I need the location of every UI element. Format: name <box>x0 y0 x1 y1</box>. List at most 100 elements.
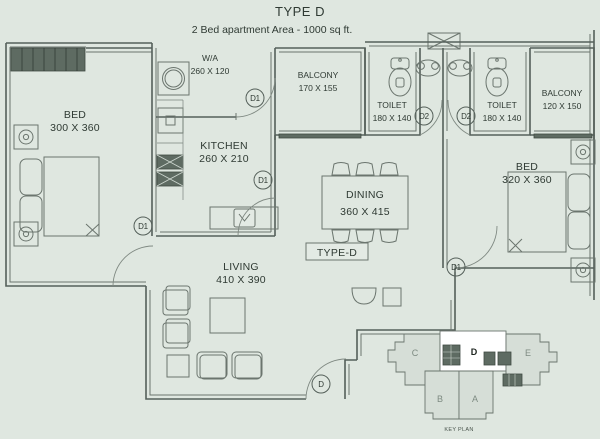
living-armchair-b <box>162 322 189 349</box>
living-armchair-back-b <box>165 318 191 344</box>
dim-balcony-left: 170 X 155 <box>299 83 338 93</box>
dim-bed-left: 300 X 360 <box>50 122 100 134</box>
key-plan-core-mid-a <box>483 351 496 366</box>
living-center-table <box>209 297 246 334</box>
living-sofa-seat-a <box>196 351 228 379</box>
kitchen-sink-unit <box>209 206 279 230</box>
door-kitchen[interactable]: D1 <box>237 170 276 237</box>
door-bed-right[interactable]: D1 <box>446 225 498 277</box>
room-living: LIVING 410 X 390 <box>162 261 266 380</box>
dim-living: 410 X 390 <box>216 274 266 286</box>
plan-title: TYPE D <box>275 4 325 19</box>
living-side-table <box>166 354 190 378</box>
key-plan: C D E B A KEY PLAN <box>387 330 558 433</box>
bed-mattress-right <box>507 171 567 253</box>
key-plan-unit-a[interactable] <box>458 370 494 420</box>
washing-machine <box>157 61 190 96</box>
living-armchair-a <box>162 289 189 316</box>
key-plan-caption: KEY PLAN <box>444 427 473 433</box>
plan-type-tag-label: TYPE-D <box>317 247 357 259</box>
label-balcony-right: BALCONY <box>542 88 583 98</box>
wc-fixture-right <box>485 57 509 97</box>
bed-pillow-right-b <box>567 211 591 250</box>
bed-pillow-right-a <box>567 173 591 212</box>
interior-partition-walls <box>274 135 448 268</box>
kitchen-appliance <box>157 107 184 134</box>
room-balcony-right: BALCONY 120 X 150 <box>530 47 595 139</box>
room-bed-right: BED 320 X 360 <box>455 135 596 300</box>
label-kitchen: KITCHEN <box>200 140 248 152</box>
door-toilet-left-tag: D2 <box>419 112 430 121</box>
dining-chair-b3 <box>379 229 399 243</box>
label-washing-area: W/A <box>202 53 218 63</box>
label-bed-right: BED <box>516 161 538 173</box>
door-kitchen-tag: D1 <box>258 176 269 185</box>
key-plan-label-d: D <box>471 347 478 357</box>
living-sofa-seat-b <box>231 351 263 379</box>
room-bed-left: BED 300 X 360 <box>10 47 100 247</box>
label-toilet-left: TOILET <box>377 100 407 110</box>
dining-chair-b1 <box>331 229 351 243</box>
bed-pillow-left-a <box>19 158 43 196</box>
label-living: LIVING <box>223 261 259 273</box>
living-armchair-back-a <box>165 285 191 311</box>
side-table-right-top <box>570 139 596 165</box>
room-dining: DINING 360 X 415 <box>321 162 409 243</box>
door-toilet-right[interactable]: D2 <box>447 99 476 136</box>
door-bed-left[interactable]: D1 <box>112 216 154 287</box>
label-balcony-left: BALCONY <box>298 70 339 80</box>
foyer-chair <box>351 287 377 305</box>
dining-table <box>321 175 409 230</box>
door-toilet-left[interactable]: D2 <box>414 99 443 136</box>
dim-toilet-left: 180 X 140 <box>373 113 412 123</box>
key-plan-core-left <box>442 344 461 366</box>
wc-fixture-left <box>388 57 412 97</box>
bed-pillow-left-b <box>19 195 43 233</box>
label-dining: DINING <box>346 189 384 201</box>
door-main-entry-tag: D <box>318 380 324 389</box>
dim-toilet-right: 180 X 140 <box>483 113 522 123</box>
side-table-left-bottom <box>13 221 39 247</box>
dim-washing-area: 260 X 120 <box>191 66 230 76</box>
door-bed-left-tag: D1 <box>138 222 149 231</box>
key-plan-label-a: A <box>472 394 478 404</box>
service-shaft <box>427 32 461 50</box>
door-wa[interactable]: D1 <box>235 77 276 120</box>
key-plan-unit-e[interactable] <box>505 333 558 386</box>
wash-basin-left <box>415 59 441 77</box>
key-plan-core-lower <box>502 373 523 387</box>
door-wa-tag: D1 <box>250 94 261 103</box>
dining-chair-t2 <box>355 162 375 176</box>
dining-chair-b2 <box>355 229 375 243</box>
dining-chair-t1 <box>331 162 351 176</box>
door-bed-right-tag: D1 <box>451 263 462 272</box>
label-toilet-right: TOILET <box>487 100 517 110</box>
side-table-left-top <box>13 124 39 150</box>
dim-dining: 360 X 415 <box>340 206 390 218</box>
label-bed-left: BED <box>64 109 86 121</box>
key-plan-core-mid-b <box>497 351 512 366</box>
balcony-right-railing <box>533 133 593 139</box>
bed-mattress-left <box>43 156 100 237</box>
room-balcony-left: BALCONY 170 X 155 <box>275 47 366 139</box>
door-toilet-right-tag: D2 <box>461 112 472 121</box>
room-kitchen-block: W/A 260 X 120 KITCHEN 260 X 210 <box>151 43 279 237</box>
plan-type-tag: TYPE-D <box>305 242 369 261</box>
dim-kitchen: 260 X 210 <box>199 153 249 165</box>
toilet-cluster: TOILET 180 X 140 TOILET 180 X 140 <box>364 32 594 136</box>
door-main-entry[interactable]: D <box>305 358 347 400</box>
wardrobe-hatch-left <box>10 47 86 72</box>
key-plan-label-c: C <box>412 348 419 358</box>
wash-basin-right <box>447 59 473 77</box>
kitchen-sink-basin <box>233 208 256 228</box>
key-plan-label-b: B <box>437 394 443 404</box>
dim-bed-right: 320 X 360 <box>502 174 552 186</box>
dim-balcony-right: 120 X 150 <box>543 101 582 111</box>
plan-subtitle: 2 Bed apartment Area - 1000 sq ft. <box>192 24 353 36</box>
key-plan-label-e: E <box>525 348 531 358</box>
dining-chair-t3 <box>379 162 399 176</box>
balcony-left-railing <box>278 133 362 139</box>
side-table-right-bottom <box>570 257 596 283</box>
foyer-table <box>382 287 402 307</box>
